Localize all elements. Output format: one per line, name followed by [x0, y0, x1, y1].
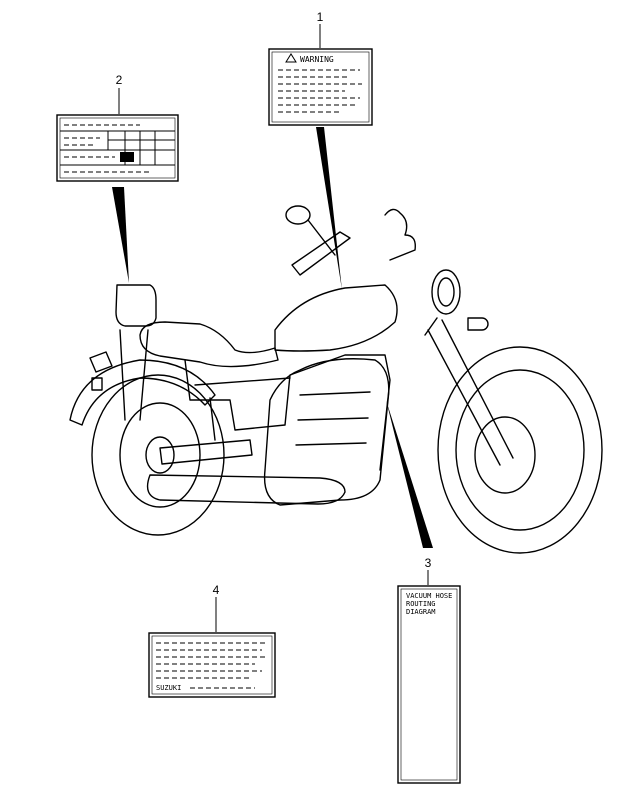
vacuum-hose-label-line-3: DIAGRAM — [406, 608, 436, 616]
vacuum-hose-label[interactable]: VACUUM HOSE ROUTING DIAGRAM — [397, 585, 461, 784]
backrest — [115, 284, 157, 421]
info-label-brand: SUZUKI — [156, 684, 181, 692]
leader-wedge-1 — [316, 127, 342, 290]
specification-table-label[interactable] — [56, 114, 179, 182]
fuel-tank — [274, 284, 398, 352]
handlebar — [285, 205, 416, 276]
callout-2: 2 — [116, 73, 123, 114]
info-label[interactable]: SUZUKI — [148, 632, 276, 698]
callout-number-3: 3 — [425, 556, 432, 570]
motorcycle-illustration — [69, 205, 603, 554]
exhaust — [146, 474, 346, 505]
frame — [184, 354, 391, 471]
callout-number-2: 2 — [116, 73, 123, 87]
headlight — [431, 269, 461, 315]
callout-number-4: 4 — [213, 583, 220, 597]
rear-fender — [69, 359, 216, 426]
callout-1: 1 — [317, 10, 324, 48]
warning-triangle-icon — [285, 53, 297, 63]
front-fork — [424, 317, 514, 466]
vacuum-hose-label-line-1: VACUUM HOSE — [406, 592, 452, 600]
tail-light — [89, 351, 113, 391]
callout-3: 3 — [425, 556, 432, 585]
leader-wedge-3 — [386, 400, 433, 548]
engine — [263, 358, 390, 506]
rear-wheel — [91, 374, 225, 536]
vacuum-hose-label-line-2: ROUTING — [406, 600, 436, 608]
leader-wedge-2 — [112, 187, 129, 283]
seat — [139, 321, 279, 368]
front-wheel — [437, 346, 603, 554]
callout-4: 4 — [213, 583, 220, 632]
swingarm — [159, 439, 253, 465]
warning-label[interactable]: WARNING — [268, 48, 373, 126]
turn-signal — [467, 317, 489, 331]
warning-label-text: WARNING — [300, 55, 334, 64]
callout-number-1: 1 — [317, 10, 324, 24]
